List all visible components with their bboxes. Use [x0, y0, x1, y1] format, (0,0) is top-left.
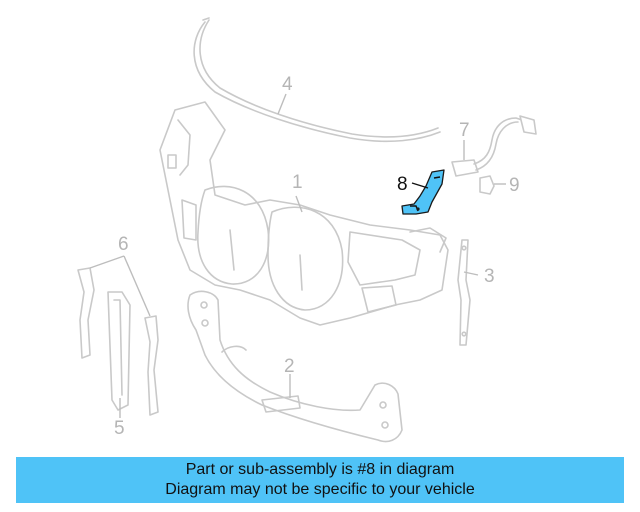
- callout-2: 2: [284, 356, 295, 377]
- callout-7: 7: [459, 120, 470, 141]
- part-8-highlighted-bracket: [401, 169, 445, 215]
- part-6-side-brackets: [77, 267, 159, 416]
- callout-leaders: [89, 93, 506, 418]
- parts-diagram: 4 1 2 3 5 6 7 9 8: [77, 17, 537, 443]
- callout-1: 1: [292, 172, 303, 193]
- part-7-sensor-harness: [451, 115, 537, 177]
- callout-4: 4: [282, 74, 293, 95]
- banner-line-part: Part or sub-assembly is #8 in diagram: [185, 461, 455, 478]
- callout-8: 8: [397, 174, 408, 195]
- part-5-support-panel: [107, 291, 131, 411]
- part-2-lower-crossmember: [187, 290, 403, 443]
- part-3-side-bracket: [457, 239, 471, 346]
- part-9-clip: [479, 175, 495, 195]
- callout-5: 5: [114, 418, 125, 439]
- info-banner: Part or sub-assembly is #8 in diagram Di…: [16, 457, 624, 503]
- part-4-hood-seal: [193, 17, 441, 143]
- part-1-radiator-support: [159, 101, 449, 326]
- callout-3: 3: [484, 266, 495, 287]
- banner-line-disclaimer: Diagram may not be specific to your vehi…: [165, 481, 475, 498]
- callout-6: 6: [118, 234, 129, 255]
- callout-9: 9: [509, 175, 520, 196]
